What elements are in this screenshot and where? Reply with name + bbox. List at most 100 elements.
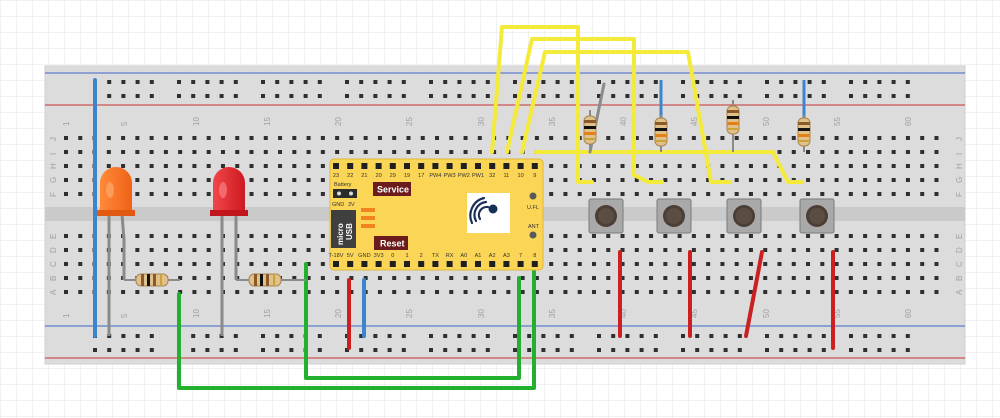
breadboard-hole xyxy=(748,276,753,280)
breadboard-hole xyxy=(569,334,574,338)
breadboard-hole xyxy=(406,276,411,280)
row-letter-left: J xyxy=(49,137,58,141)
row-letter-right: C xyxy=(955,261,964,267)
breadboard-hole xyxy=(457,334,462,338)
col-num-top: 55 xyxy=(833,117,842,126)
breadboard-hole xyxy=(681,94,685,98)
breadboard-hole xyxy=(457,94,462,98)
module-bottom-pin-pad xyxy=(333,261,339,267)
breadboard-hole xyxy=(863,262,868,266)
breadboard-hole xyxy=(807,94,812,98)
breadboard-hole xyxy=(779,348,784,352)
breadboard-hole xyxy=(373,94,378,98)
breadboard-hole xyxy=(677,164,682,168)
breadboard-hole xyxy=(820,248,825,252)
breadboard-hole xyxy=(191,80,196,84)
breadboard-hole xyxy=(275,94,280,98)
breadboard-hole xyxy=(577,262,582,266)
breadboard-hole xyxy=(793,94,798,98)
breadboard-hole xyxy=(691,164,696,168)
breadboard-hole xyxy=(263,192,268,196)
breadboard-hole xyxy=(720,248,725,252)
breadboard-hole xyxy=(359,334,364,338)
breadboard-hole xyxy=(435,136,440,140)
breadboard-hole xyxy=(806,150,811,154)
orange-led xyxy=(97,167,135,216)
breadboard-hole xyxy=(625,348,630,352)
breadboard-hole xyxy=(429,94,433,98)
breadboard-hole xyxy=(791,248,796,252)
breadboard-hole xyxy=(178,248,183,252)
breadboard-hole xyxy=(934,262,939,266)
breadboard-hole xyxy=(611,80,616,84)
breadboard-hole xyxy=(706,248,711,252)
breadboard-hole xyxy=(934,164,939,168)
breadboard-hole xyxy=(834,234,839,238)
breadboard-hole xyxy=(734,262,739,266)
breadboard-hole xyxy=(720,192,725,196)
breadboard-hole xyxy=(920,136,925,140)
breadboard-hole xyxy=(748,234,753,238)
breadboard-hole xyxy=(863,248,868,252)
breadboard-hole xyxy=(177,80,181,84)
breadboard-hole xyxy=(349,150,354,154)
breadboard-hole xyxy=(477,290,482,294)
breadboard-hole xyxy=(163,234,168,238)
module-top-pin-pad xyxy=(404,163,410,169)
led-resistor-1 xyxy=(124,273,180,287)
breadboard-hole xyxy=(64,262,68,266)
breadboard-hole xyxy=(611,334,616,338)
breadboard-hole xyxy=(506,276,511,280)
breadboard-hole xyxy=(149,164,154,168)
breadboard-hole xyxy=(233,80,238,84)
reset-label-box xyxy=(374,236,408,250)
ufl-label: U.FL xyxy=(527,205,539,211)
breadboard-hole xyxy=(513,94,517,98)
breadboard-hole xyxy=(791,164,796,168)
breadboard-hole xyxy=(261,94,265,98)
breadboard-hole xyxy=(791,262,796,266)
col-num-top: 50 xyxy=(762,117,771,126)
breadboard-hole xyxy=(206,164,211,168)
module-top-pin-pad xyxy=(517,163,524,169)
breadboard-hole xyxy=(449,136,454,140)
breadboard-hole xyxy=(934,276,939,280)
breadboard-hole xyxy=(920,178,925,182)
breadboard-hole xyxy=(597,334,601,338)
breadboard-hole xyxy=(64,178,68,182)
breadboard-hole xyxy=(549,178,554,182)
usb-label-line1: micro xyxy=(336,223,345,245)
breadboard-hole xyxy=(834,248,839,252)
breadboard-hole xyxy=(135,192,140,196)
breadboard-hole xyxy=(149,94,154,98)
breadboard-hole xyxy=(765,334,769,338)
breadboard-hole xyxy=(663,192,668,196)
breadboard-hole xyxy=(807,80,812,84)
breadboard-hole xyxy=(777,150,782,154)
row-letter-left: G xyxy=(49,177,58,183)
breadboard-hole xyxy=(387,348,392,352)
breadboard-hole xyxy=(492,276,497,280)
breadboard-hole xyxy=(591,192,596,196)
breadboard-hole xyxy=(820,150,825,154)
breadboard-hole xyxy=(777,276,782,280)
breadboard-hole xyxy=(420,150,425,154)
breadboard-hole xyxy=(392,150,397,154)
breadboard-hole xyxy=(663,290,668,294)
breadboard-hole xyxy=(93,348,97,352)
breadboard-hole xyxy=(649,276,654,280)
service-label: Service xyxy=(377,185,409,195)
resistor-top-4 xyxy=(797,115,811,152)
breadboard-hole xyxy=(534,136,539,140)
breadboard-hole xyxy=(891,178,896,182)
breadboard-hole xyxy=(429,334,433,338)
row-letter-left: F xyxy=(49,192,58,197)
breadboard-hole xyxy=(135,150,140,154)
breadboard-hole xyxy=(206,248,211,252)
breadboard-hole xyxy=(634,136,639,140)
breadboard-hole xyxy=(233,348,238,352)
breadboard-hole xyxy=(611,94,616,98)
breadboard-hole xyxy=(178,136,183,140)
breadboard-hole xyxy=(420,290,425,294)
